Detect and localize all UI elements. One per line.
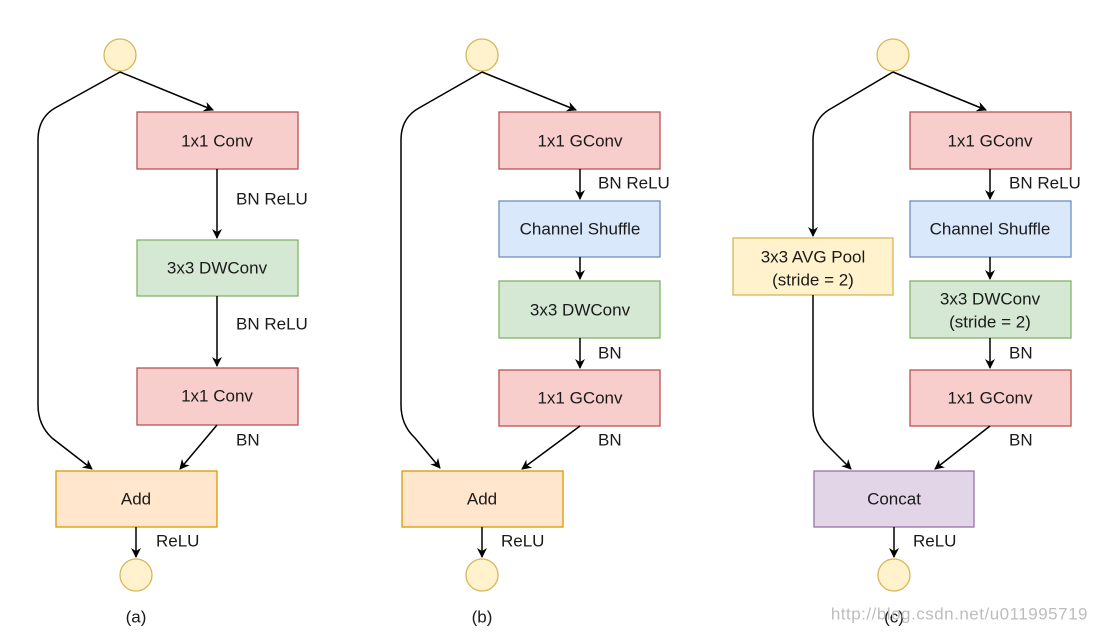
output-node (465, 558, 499, 592)
dwconv-3x3-box (136, 239, 299, 297)
relu-label: ReLU (501, 532, 544, 551)
arrow-to-add (521, 425, 581, 470)
conv-1x1-label: 1x1 Conv (181, 387, 253, 406)
concat-label: Concat (867, 490, 921, 509)
output-node (877, 558, 911, 592)
panel-caption: (c) (884, 608, 904, 627)
bn-label: BN (1009, 344, 1033, 363)
add-label: Add (467, 490, 497, 509)
shortcut-path (37, 71, 121, 470)
dwconv-3x3-box (498, 280, 661, 339)
dwconv-3x3-label: 3x3 DWConv (530, 301, 631, 320)
arrow-to-conv (119, 71, 214, 112)
bn-relu-label: BN ReLU (236, 190, 308, 209)
dwconv-stride-box (909, 280, 1072, 339)
panel-c: 1x1 GConv BN ReLU Channel Shuffle 3x3 DW… (732, 38, 1081, 627)
input-node (103, 38, 137, 72)
shortcut-path (400, 71, 483, 469)
conv-1x1-box (136, 111, 299, 170)
panel-a: 1x1 Conv BN ReLU 3x3 DWConv BN ReLU 1x1 … (37, 38, 308, 627)
panel-caption: (a) (126, 608, 147, 627)
gconv-1x1-label: 1x1 GConv (947, 132, 1033, 151)
arrow-gconv-to-concat (934, 425, 991, 470)
channel-shuffle-box (498, 200, 661, 258)
bn-label: BN (598, 431, 622, 450)
arrow-to-gconv (892, 71, 987, 112)
output-node (119, 558, 153, 592)
bn-relu-label: BN ReLU (236, 315, 308, 334)
arrow-to-add (179, 424, 218, 470)
add-box (55, 470, 218, 528)
add-label: Add (121, 490, 151, 509)
relu-label: ReLU (156, 532, 199, 551)
dwconv-stride-label-line2: (stride = 2) (949, 313, 1031, 332)
dwconv-3x3-label: 3x3 DWConv (167, 259, 268, 278)
concat-box (813, 470, 975, 528)
bn-relu-label: BN ReLU (1009, 174, 1081, 193)
gconv-1x1-box (909, 369, 1072, 427)
gconv-1x1-label: 1x1 GConv (537, 389, 623, 408)
relu-label: ReLU (913, 532, 956, 551)
gconv-1x1-box (909, 111, 1072, 170)
channel-shuffle-label: Channel Shuffle (930, 220, 1051, 239)
gconv-1x1-label: 1x1 GConv (947, 389, 1033, 408)
gconv-1x1-label: 1x1 GConv (537, 132, 623, 151)
arrow-to-avg-pool (808, 71, 894, 237)
channel-shuffle-box (909, 200, 1072, 258)
channel-shuffle-label: Channel Shuffle (520, 220, 641, 239)
avg-pool-label-line1: 3x3 AVG Pool (761, 248, 866, 267)
avg-pool-box (732, 237, 894, 296)
watermark-text: http://blog.csdn.net/u011995719 (831, 605, 1088, 624)
input-node (465, 38, 499, 72)
avg-pool-label-line2: (stride = 2) (772, 271, 854, 290)
panel-b: 1x1 GConv BN ReLU Channel Shuffle 3x3 DW… (400, 38, 670, 627)
gconv-1x1-box (498, 369, 661, 427)
conv-1x1-label: 1x1 Conv (181, 132, 253, 151)
conv-1x1-box (136, 367, 299, 426)
bn-relu-label: BN ReLU (598, 174, 670, 193)
input-node (876, 38, 910, 72)
arrow-pool-to-concat (812, 295, 852, 470)
panel-caption: (b) (472, 608, 493, 627)
bn-label: BN (1009, 431, 1033, 450)
dwconv-stride-label-line1: 3x3 DWConv (940, 290, 1041, 309)
arrow-to-gconv (481, 71, 577, 112)
bn-label: BN (598, 344, 622, 363)
bn-label: BN (236, 431, 260, 450)
